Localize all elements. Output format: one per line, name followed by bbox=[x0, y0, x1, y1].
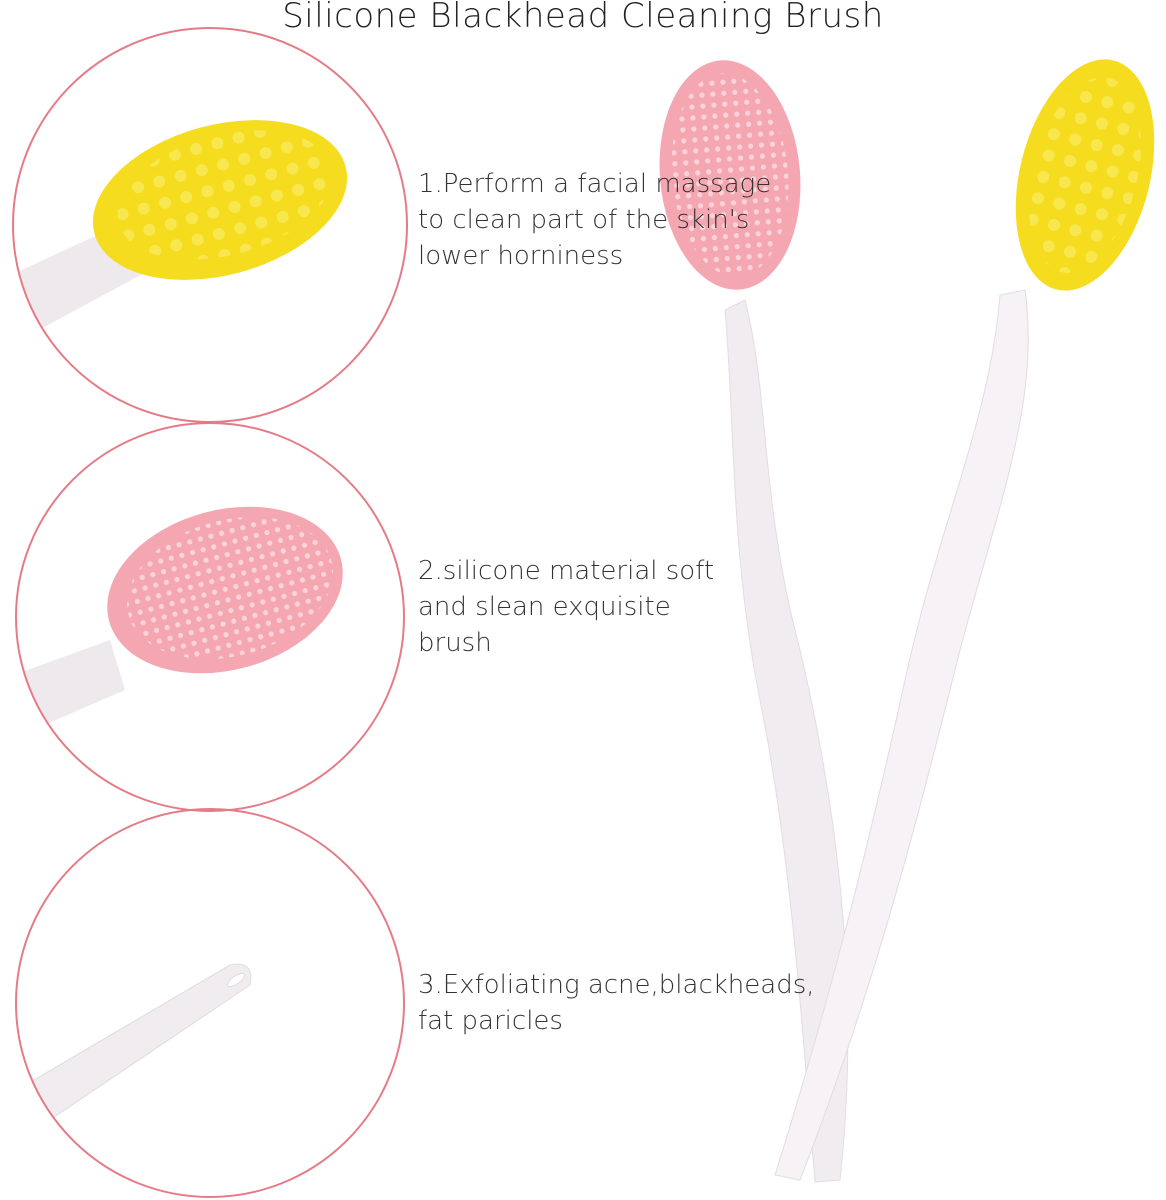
closeup-pink-head bbox=[16, 506, 343, 740]
pink-brush bbox=[659, 60, 849, 1183]
feature-3: 3.Exfoliating acne,blackheads, fat paric… bbox=[418, 970, 815, 1036]
closeup-circle-3 bbox=[15, 808, 405, 1198]
yellow-brush bbox=[774, 59, 1155, 1181]
feature-2: 2.silicone material soft and slean exqui… bbox=[418, 556, 715, 658]
closeup-circle-2 bbox=[15, 422, 405, 812]
closeup-yellow-head bbox=[13, 120, 348, 340]
feature-1: 1.Perform a facial massage to clean part… bbox=[418, 169, 772, 271]
closeup-handle-end bbox=[16, 963, 252, 1141]
page-title: Silicone Blackhead Cleaning Brush bbox=[282, 0, 884, 36]
